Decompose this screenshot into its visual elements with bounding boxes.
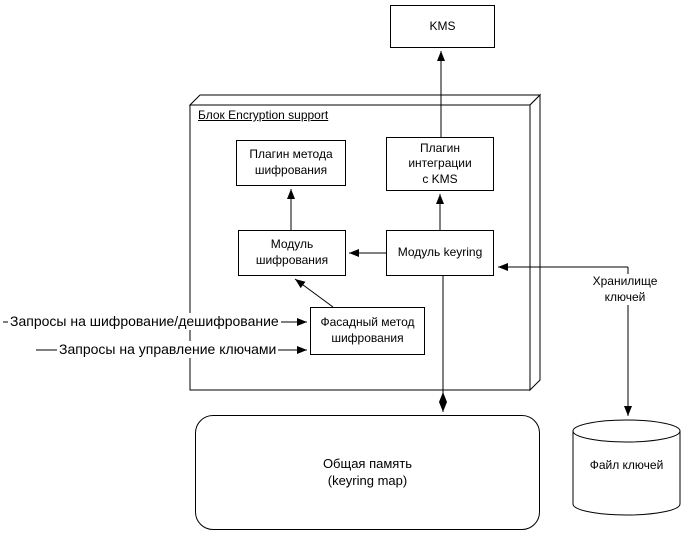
edge-facade-to-encryptmodule [294, 278, 334, 308]
encryption-support-block-label: Блок Encryption support [198, 108, 329, 122]
node-encryption-method-plugin-label: Плагин метода шифрования [249, 147, 333, 177]
node-kms-integration-plugin-label: Плагин интеграции с KMS [408, 140, 472, 186]
cube-top-face [188, 94, 542, 106]
key-mgmt-requests-label: Запросы на управление ключами [57, 341, 279, 358]
node-encryption-module-label: Модуль шифрования [255, 237, 329, 267]
node-kms-integration-plugin: Плагин интеграции с KMS [386, 137, 494, 191]
key-storage-label: Хранилище ключей [584, 274, 666, 306]
node-facade-method-label: Фасадный метод шифрования [320, 315, 415, 345]
cylinder-top [572, 419, 681, 443]
node-shared-memory: Общая память (keyring map) [195, 415, 540, 530]
encrypt-requests-label: Запросы на шифрование/дешифрование [8, 313, 281, 330]
node-facade-method: Фасадный метод шифрования [310, 307, 425, 355]
node-keyring-module-label: Модуль keyring [397, 245, 483, 260]
node-shared-memory-label: Общая память (keyring map) [322, 455, 413, 488]
cube-right-face [529, 93, 541, 392]
key-file-label: Файл ключей [589, 458, 664, 472]
node-kms: KMS [390, 5, 495, 48]
node-encryption-module: Модуль шифрования [238, 230, 346, 276]
node-keyring-module: Модуль keyring [386, 230, 494, 276]
node-kms-label: KMS [429, 18, 456, 33]
node-encryption-method-plugin: Плагин метода шифрования [236, 140, 346, 186]
